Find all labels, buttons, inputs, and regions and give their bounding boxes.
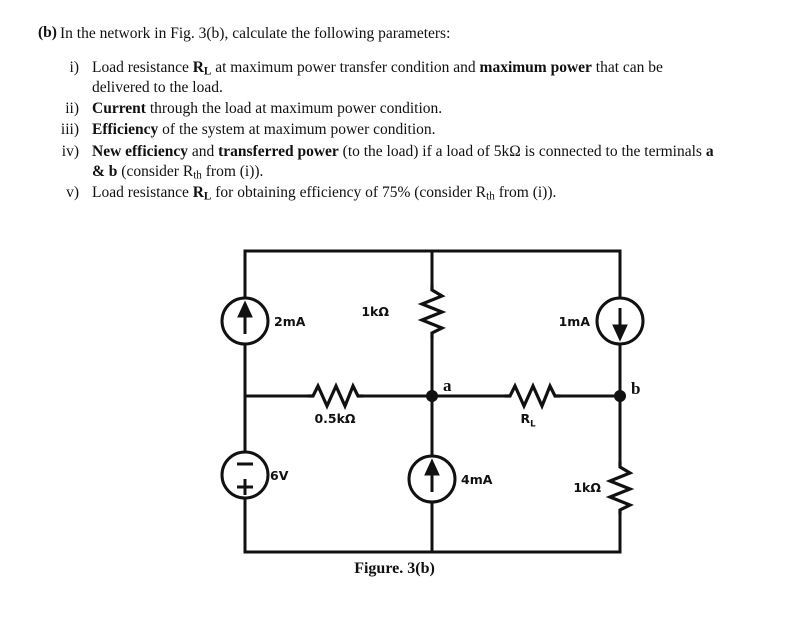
arrow-up-4ma-head: [424, 458, 440, 476]
list-item-text: Current through the load at maximum powe…: [92, 99, 442, 119]
resistor-0.5k-label: 0.5kΩ: [314, 411, 355, 426]
list-item: iv) New efficiency and transferred power…: [0, 142, 760, 182]
li1-rl-sub: L: [203, 65, 212, 78]
list-item-marker: v): [66, 183, 79, 201]
li4-rth-sub: th: [193, 169, 202, 182]
li5-rth-sub: th: [486, 190, 495, 203]
resistor-rl: [503, 382, 562, 411]
list-item: i) Load resistance RL at maximum power t…: [0, 58, 760, 98]
li5-rl-sub: L: [203, 190, 212, 203]
node-b-dot: [614, 390, 626, 402]
node-a-label: a: [443, 376, 452, 395]
sub-question-list: i) Load resistance RL at maximum power t…: [0, 58, 760, 204]
li1-seg2: at maximum power transfer condition and: [211, 59, 480, 76]
list-item-text: Load resistance RL at maximum power tran…: [92, 58, 722, 98]
li4-seg1: and: [187, 142, 219, 160]
current-source-2ma-label: 2mA: [274, 314, 306, 329]
voltage-source-6v-symbol: [220, 450, 270, 500]
li3-seg1: of the system at maximum power condition…: [158, 121, 436, 139]
resistor-rl-label-sub: L: [530, 420, 536, 430]
circuit-schematic-svg: 1kΩ 0.5kΩ RL 1kΩ 2mA 1mA 4mA: [220, 249, 645, 554]
li2-seg1: through the load at maximum power condit…: [145, 100, 443, 118]
resistor-rl-label-r: R: [520, 411, 530, 426]
list-item-text: Load resistance RL for obtaining efficie…: [92, 183, 556, 203]
list-item-marker: i): [69, 59, 79, 76]
current-source-1ma-label: 1mA: [559, 314, 591, 329]
list-item-marker: iv): [61, 142, 79, 160]
li1-seg1: Load resistance: [92, 59, 193, 76]
figure-caption: Figure. 3(b): [354, 560, 435, 577]
list-item: v) Load resistance RL for obtaining effi…: [0, 183, 760, 203]
li2-current: Current: [92, 100, 146, 118]
li5-seg2: for obtaining efficiency of 75% (conside…: [211, 183, 487, 201]
li4-transferred-power: transferred power: [218, 142, 339, 160]
li5-rl: RL: [192, 183, 212, 203]
list-item-text: Efficiency of the system at maximum powe…: [92, 120, 436, 140]
li1-maxpower: maximum power: [479, 59, 592, 76]
list-item-text: New efficiency and transferred power (to…: [92, 142, 722, 182]
question-intro-row: (b) In the network in Fig. 3(b), calcula…: [0, 24, 450, 44]
resistor-1k-right-label: 1kΩ: [573, 480, 601, 495]
list-item-marker: ii): [65, 100, 79, 118]
circuit-diagram: 1kΩ 0.5kΩ RL 1kΩ 2mA 1mA 4mA: [0, 236, 789, 596]
question-marker: (b): [38, 24, 57, 41]
li4-seg2: (to the load) if a load of 5kΩ is connec…: [338, 142, 706, 160]
voltage-source-6v-label: 6V: [270, 468, 289, 483]
resistor-1k-top: [417, 283, 447, 340]
li3-efficiency: Efficiency: [92, 121, 159, 139]
node-a-dot: [426, 390, 438, 402]
list-item: iii) Efficiency of the system at maximum…: [0, 120, 760, 140]
li4-new-efficiency: New efficiency: [92, 142, 188, 160]
li1-rl: RL: [192, 59, 212, 78]
list-item-marker: iii): [60, 121, 79, 139]
node-b-label: b: [631, 379, 640, 398]
li5-seg3: from (i)).: [494, 183, 557, 201]
arrow-up-2ma-head: [237, 300, 253, 318]
resistor-rl-label: RL: [520, 411, 536, 430]
resistor-0.5k: [306, 382, 365, 411]
resistor-1k-top-label: 1kΩ: [361, 304, 389, 319]
li1-seg3: that can be delivered to the load.: [92, 59, 663, 97]
arrow-down-1ma-head: [612, 324, 628, 342]
li5-seg1: Load resistance: [92, 183, 193, 201]
li4-terminals-ab: a & b: [92, 142, 714, 180]
question-stem: In the network in Fig. 3(b), calculate t…: [60, 25, 451, 42]
resistor-1k-right: [605, 460, 635, 516]
li4-seg4: from (i)).: [201, 162, 264, 180]
list-item: ii) Current through the load at maximum …: [0, 99, 760, 119]
li4-seg3: (consider R: [117, 162, 194, 180]
current-source-4ma-label: 4mA: [461, 472, 493, 487]
